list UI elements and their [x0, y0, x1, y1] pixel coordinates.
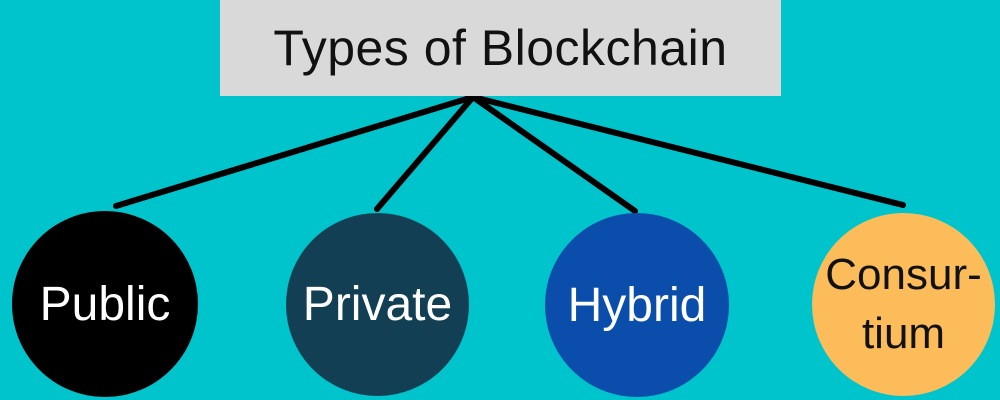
node-hybrid: Hybrid [545, 213, 729, 397]
node-public: Public [12, 211, 198, 397]
edge-title-to-public [113, 94, 476, 209]
edge-title-to-consortium [470, 94, 906, 208]
node-public-label: Public [39, 277, 171, 331]
node-private: Private [286, 213, 469, 396]
node-hybrid-label: Hybrid [567, 278, 707, 332]
title-box: Types of Blockchain [220, 0, 781, 96]
node-consortium-label-line1: Consur- [825, 250, 982, 300]
edge-title-to-hybrid [470, 94, 638, 214]
edge-title-to-private [374, 94, 476, 212]
node-consortium: Consur- tium [812, 213, 995, 396]
node-consortium-label-line2: tium [861, 308, 946, 358]
node-consortium-label: Consur- tium [825, 246, 982, 362]
diagram-title: Types of Blockchain [273, 20, 728, 76]
node-private-label: Private [302, 278, 453, 331]
